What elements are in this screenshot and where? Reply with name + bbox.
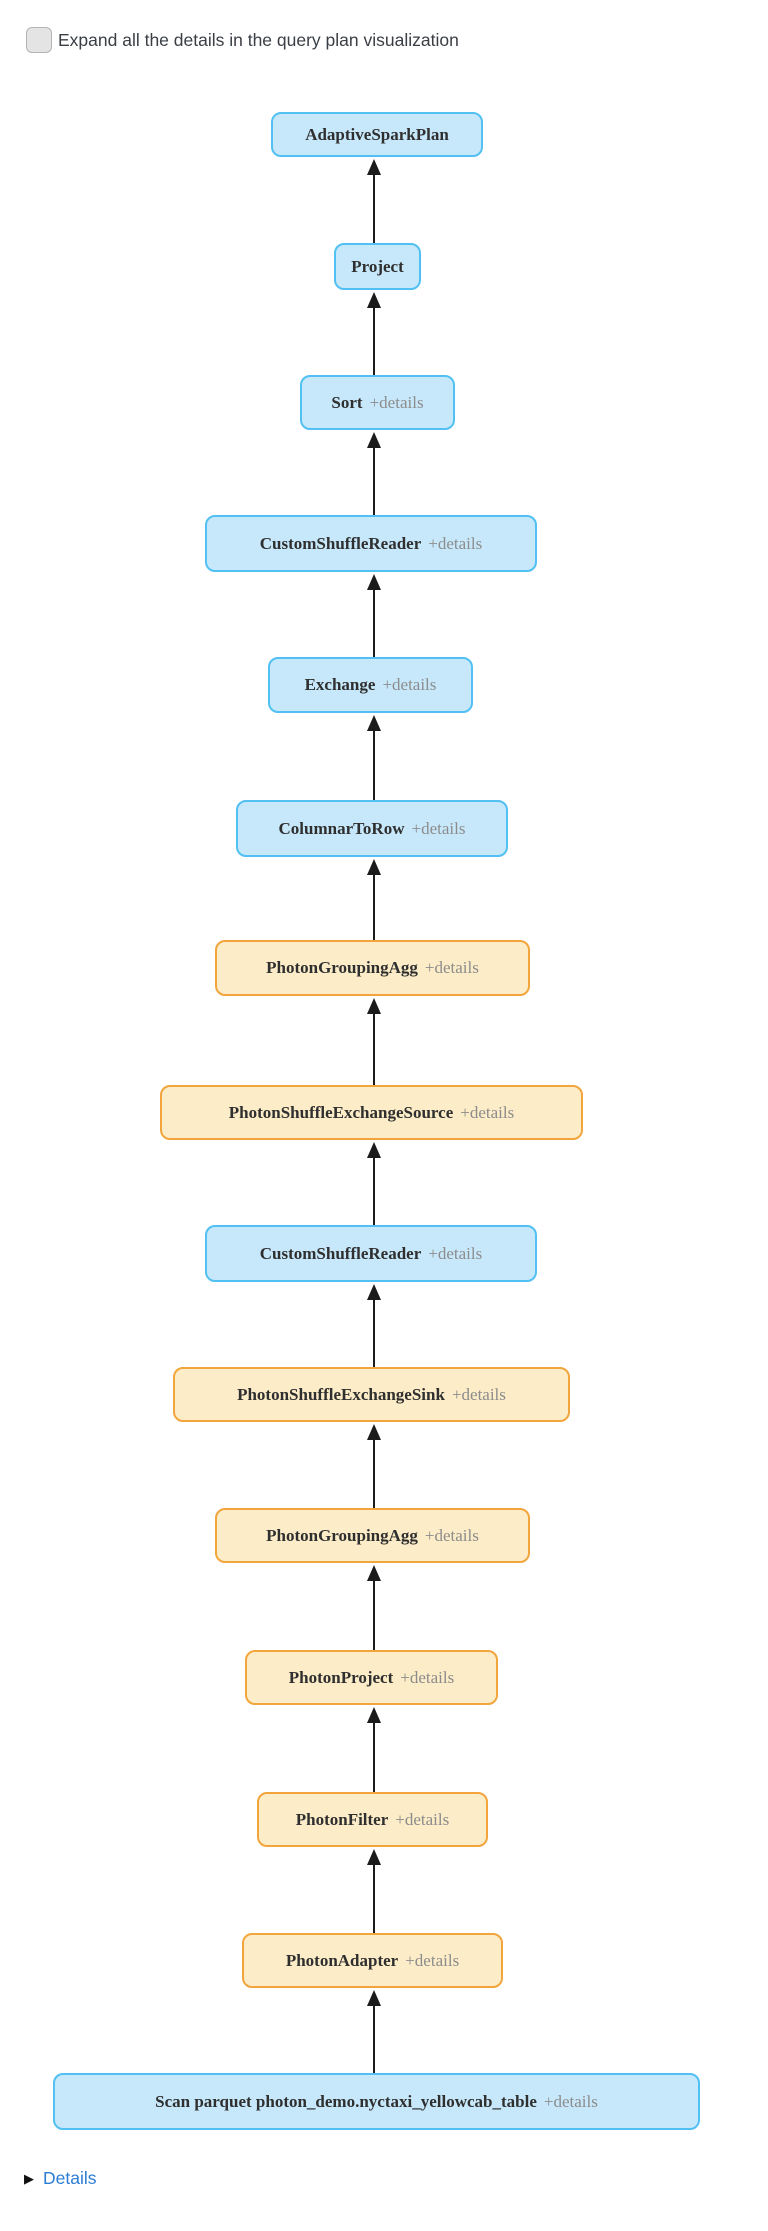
details-expander[interactable]: +details bbox=[451, 1384, 506, 1404]
node-photon-shuffle-exchange-sink: PhotonShuffleExchangeSink +details bbox=[173, 1367, 570, 1422]
arrowhead-up-icon bbox=[367, 292, 381, 308]
node-label: Project bbox=[351, 256, 404, 276]
details-expander[interactable]: +details bbox=[369, 392, 424, 412]
details-expander[interactable]: +details bbox=[400, 1667, 455, 1687]
arrowhead-up-icon bbox=[367, 998, 381, 1014]
node-label: Exchange bbox=[304, 675, 376, 694]
arrowhead-up-icon bbox=[367, 574, 381, 590]
edge-line bbox=[373, 1721, 375, 1792]
details-toggle[interactable]: ▶ Details bbox=[24, 2168, 97, 2189]
details-expander[interactable]: +details bbox=[543, 2091, 598, 2111]
edge-line bbox=[373, 1156, 375, 1225]
node-label: PhotonAdapter bbox=[285, 1950, 399, 1970]
node-photon-grouping-agg-1: PhotonGroupingAgg +details bbox=[215, 940, 530, 996]
details-expander[interactable]: +details bbox=[411, 818, 466, 838]
arrowhead-up-icon bbox=[367, 159, 381, 175]
node-exchange: Exchange +details bbox=[268, 657, 473, 713]
edge-line bbox=[373, 588, 375, 657]
arrowhead-up-icon bbox=[367, 1707, 381, 1723]
node-adaptive-spark-plan: AdaptiveSparkPlan bbox=[271, 112, 483, 157]
arrowhead-up-icon bbox=[367, 432, 381, 448]
node-sort: Sort +details bbox=[300, 375, 455, 430]
node-label: PhotonShuffleExchangeSource bbox=[228, 1102, 454, 1122]
node-label: PhotonShuffleExchangeSink bbox=[237, 1384, 445, 1404]
details-expander[interactable]: +details bbox=[424, 1525, 479, 1545]
edge-arrow bbox=[366, 1990, 382, 2073]
edge-line bbox=[373, 729, 375, 800]
edge-arrow bbox=[366, 574, 382, 657]
node-label: PhotonFilter bbox=[295, 1809, 389, 1829]
node-photon-shuffle-exchange-source: PhotonShuffleExchangeSource +details bbox=[160, 1085, 583, 1140]
details-expander[interactable]: +details bbox=[395, 1809, 450, 1829]
edge-line bbox=[373, 446, 375, 515]
edge-arrow bbox=[366, 859, 382, 940]
edge-arrow bbox=[366, 1424, 382, 1508]
details-expander[interactable]: +details bbox=[382, 675, 437, 694]
node-custom-shuffle-reader-1: CustomShuffleReader +details bbox=[205, 515, 537, 572]
edge-line bbox=[373, 873, 375, 940]
details-expander[interactable]: +details bbox=[428, 1243, 483, 1263]
edge-line bbox=[373, 1438, 375, 1508]
node-custom-shuffle-reader-2: CustomShuffleReader +details bbox=[205, 1225, 537, 1282]
node-photon-filter: PhotonFilter +details bbox=[257, 1792, 488, 1847]
edge-line bbox=[373, 1863, 375, 1933]
details-toggle-label[interactable]: Details bbox=[43, 2168, 97, 2188]
node-label: AdaptiveSparkPlan bbox=[305, 124, 449, 144]
node-label: Sort bbox=[331, 392, 363, 412]
edge-line bbox=[373, 306, 375, 375]
edge-arrow bbox=[366, 1284, 382, 1367]
edge-arrow bbox=[366, 292, 382, 375]
details-expander[interactable]: +details bbox=[424, 958, 479, 977]
edge-line bbox=[373, 1579, 375, 1650]
edge-arrow bbox=[366, 1565, 382, 1650]
node-label: CustomShuffleReader bbox=[259, 1243, 422, 1263]
expand-all-checkbox[interactable] bbox=[26, 27, 52, 53]
expand-all-label: Expand all the details in the query plan… bbox=[58, 29, 459, 50]
edge-arrow bbox=[366, 432, 382, 515]
edge-arrow bbox=[366, 1142, 382, 1225]
node-project: Project bbox=[334, 243, 421, 290]
details-expander[interactable]: +details bbox=[460, 1102, 515, 1122]
edge-line bbox=[373, 1298, 375, 1367]
node-photon-adapter: PhotonAdapter +details bbox=[242, 1933, 503, 1988]
arrowhead-up-icon bbox=[367, 1565, 381, 1581]
node-photon-project: PhotonProject +details bbox=[245, 1650, 498, 1705]
arrowhead-up-icon bbox=[367, 715, 381, 731]
node-label: Scan parquet photon_demo.nyctaxi_yellowc… bbox=[155, 2091, 537, 2111]
node-scan-parquet: Scan parquet photon_demo.nyctaxi_yellowc… bbox=[53, 2073, 700, 2130]
node-label: PhotonGroupingAgg bbox=[266, 958, 418, 977]
edge-line bbox=[373, 173, 375, 243]
node-label: PhotonProject bbox=[288, 1667, 394, 1687]
arrowhead-up-icon bbox=[367, 1142, 381, 1158]
triangle-right-icon: ▶ bbox=[24, 2171, 34, 2186]
node-columnar-to-row: ColumnarToRow +details bbox=[236, 800, 508, 857]
edge-arrow bbox=[366, 159, 382, 243]
details-expander[interactable]: +details bbox=[428, 533, 483, 553]
node-label: PhotonGroupingAgg bbox=[266, 1525, 418, 1545]
arrowhead-up-icon bbox=[367, 1849, 381, 1865]
arrowhead-up-icon bbox=[367, 859, 381, 875]
arrowhead-up-icon bbox=[367, 1424, 381, 1440]
arrowhead-up-icon bbox=[367, 1284, 381, 1300]
expand-all-row: Expand all the details in the query plan… bbox=[26, 27, 459, 53]
edge-line bbox=[373, 1012, 375, 1085]
node-photon-grouping-agg-2: PhotonGroupingAgg +details bbox=[215, 1508, 530, 1563]
edge-arrow bbox=[366, 1849, 382, 1933]
edge-arrow bbox=[366, 998, 382, 1085]
edge-arrow bbox=[366, 715, 382, 800]
arrowhead-up-icon bbox=[367, 1990, 381, 2006]
node-label: CustomShuffleReader bbox=[259, 533, 422, 553]
edge-line bbox=[373, 2004, 375, 2073]
details-expander[interactable]: +details bbox=[405, 1950, 460, 1970]
node-label: ColumnarToRow bbox=[278, 818, 405, 838]
edge-arrow bbox=[366, 1707, 382, 1792]
